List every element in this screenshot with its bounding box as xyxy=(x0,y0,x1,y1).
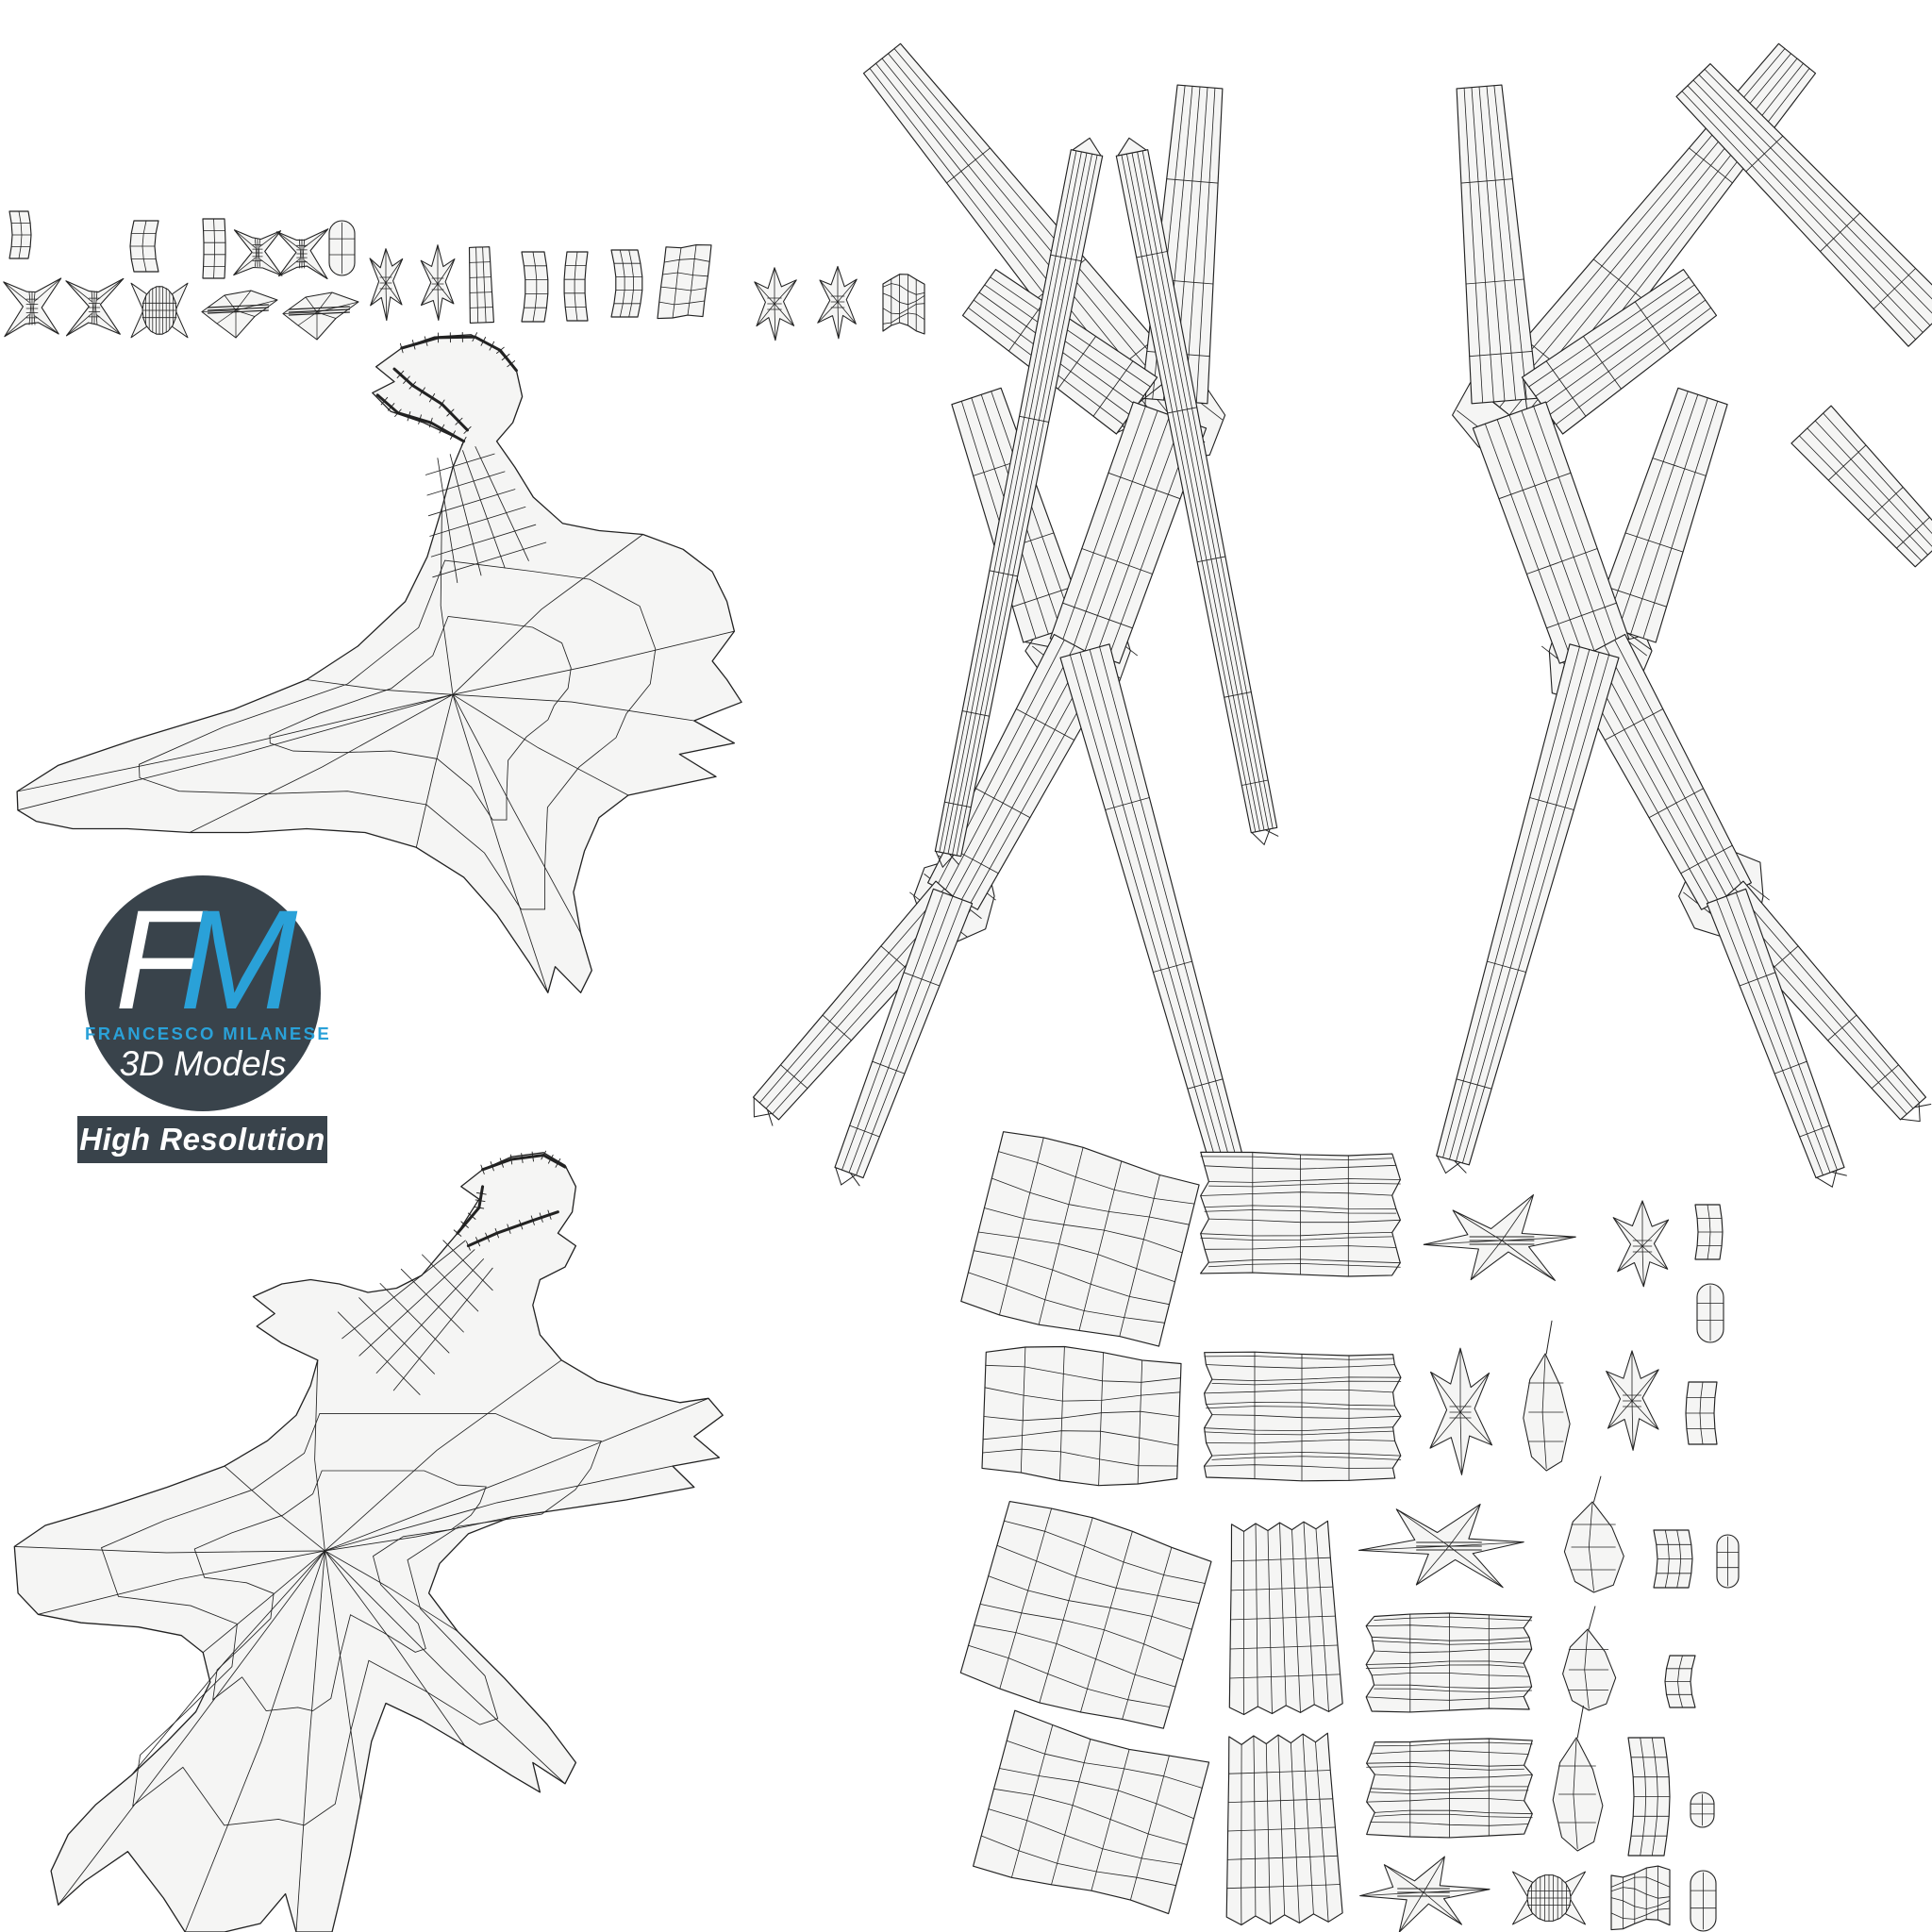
logo-letter-f: F xyxy=(114,880,202,1039)
uv-island-capsule-4 xyxy=(1690,1791,1715,1828)
bark-patch-7 xyxy=(973,1709,1210,1915)
uv-island-grid-1 xyxy=(657,244,712,320)
uv-island-roundx-1 xyxy=(130,282,189,339)
bark-patch-6 xyxy=(1365,1612,1533,1713)
uv-island-star-7 xyxy=(1606,1350,1659,1451)
uv-island-star-2 xyxy=(420,244,456,321)
uv-island-bowtie-1 xyxy=(233,229,283,276)
uv-island-star-3 xyxy=(754,267,797,341)
uv-island-star-6 xyxy=(1429,1347,1493,1475)
stump-wireframe-bottom xyxy=(13,1150,724,1932)
logo-initials: FM xyxy=(85,889,321,1030)
uv-island-capsule-3 xyxy=(1716,1534,1740,1589)
uv-island-flat-2 xyxy=(282,291,359,341)
uv-island-ribbon-7 xyxy=(1694,1204,1724,1260)
uv-island-leaf-4 xyxy=(1552,1705,1604,1852)
uv-island-star-4 xyxy=(817,265,858,340)
bark-patch-4 xyxy=(1203,1351,1402,1482)
uv-island-star6-3 xyxy=(1359,1856,1491,1932)
uv-island-ribbon-5 xyxy=(563,251,589,322)
bark-patch-1 xyxy=(960,1131,1200,1347)
shell-network-right xyxy=(1436,42,1932,1188)
shell-strip-right xyxy=(1115,137,1279,846)
logo-name: FRANCESCO MILANESE xyxy=(85,1024,332,1043)
uv-island-ribbon-6 xyxy=(610,249,643,318)
stump-wireframe-top xyxy=(16,331,742,993)
uv-island-capsule-1 xyxy=(328,220,356,276)
uv-island-capsule-2 xyxy=(1696,1283,1724,1343)
logo-letter-m: M xyxy=(179,880,297,1039)
shell-strip-left xyxy=(934,137,1104,869)
uv-island-butterfly-1 xyxy=(3,277,62,338)
bark-patch-8 xyxy=(1366,1738,1533,1839)
uv-island-ribbon-1 xyxy=(8,210,32,259)
uv-island-leaf-3 xyxy=(1562,1606,1617,1711)
uv-island-leaf-2 xyxy=(1563,1475,1624,1593)
uv-island-ribbon-8 xyxy=(1685,1381,1718,1445)
uv-island-ribbon-10 xyxy=(1664,1655,1696,1708)
bark-column-1 xyxy=(1228,1520,1343,1716)
uv-island-ribbon-2 xyxy=(129,220,159,273)
uv-island-star6-1 xyxy=(1423,1194,1576,1281)
uv-island-butterfly-2 xyxy=(65,277,125,337)
uv-island-column-1 xyxy=(468,246,494,324)
high-resolution-badge: High Resolution xyxy=(77,1116,327,1163)
uv-island-ribbon-4 xyxy=(521,251,549,323)
bark-patch-3 xyxy=(981,1345,1182,1487)
uv-island-roundx-2 xyxy=(1512,1871,1586,1925)
uv-island-capsule-5 xyxy=(1690,1870,1717,1932)
uv-island-star-5 xyxy=(1612,1200,1670,1288)
bark-column-2 xyxy=(1225,1732,1343,1926)
bark-patch-5 xyxy=(959,1501,1212,1729)
fm-logo: FM FRANCESCO MILANESE 3D Models xyxy=(85,875,332,1111)
uv-island-wavy-1 xyxy=(1610,1865,1671,1931)
bark-patch-2 xyxy=(1200,1151,1401,1277)
uv-island-ribbon-11 xyxy=(1627,1737,1671,1857)
uv-island-ribbon-3 xyxy=(202,218,226,279)
uv-island-wavy-0 xyxy=(882,274,925,335)
uv-island-flat-1 xyxy=(201,290,278,339)
uv-island-leaf-1 xyxy=(1523,1320,1571,1472)
uv-island-star6-2 xyxy=(1357,1504,1524,1589)
uv-island-ribbon-9 xyxy=(1653,1529,1693,1589)
uv-island-star-1 xyxy=(369,248,404,322)
logo-subtitle: 3D Models xyxy=(119,1044,287,1083)
uv-island-bowtie-2 xyxy=(276,228,329,280)
